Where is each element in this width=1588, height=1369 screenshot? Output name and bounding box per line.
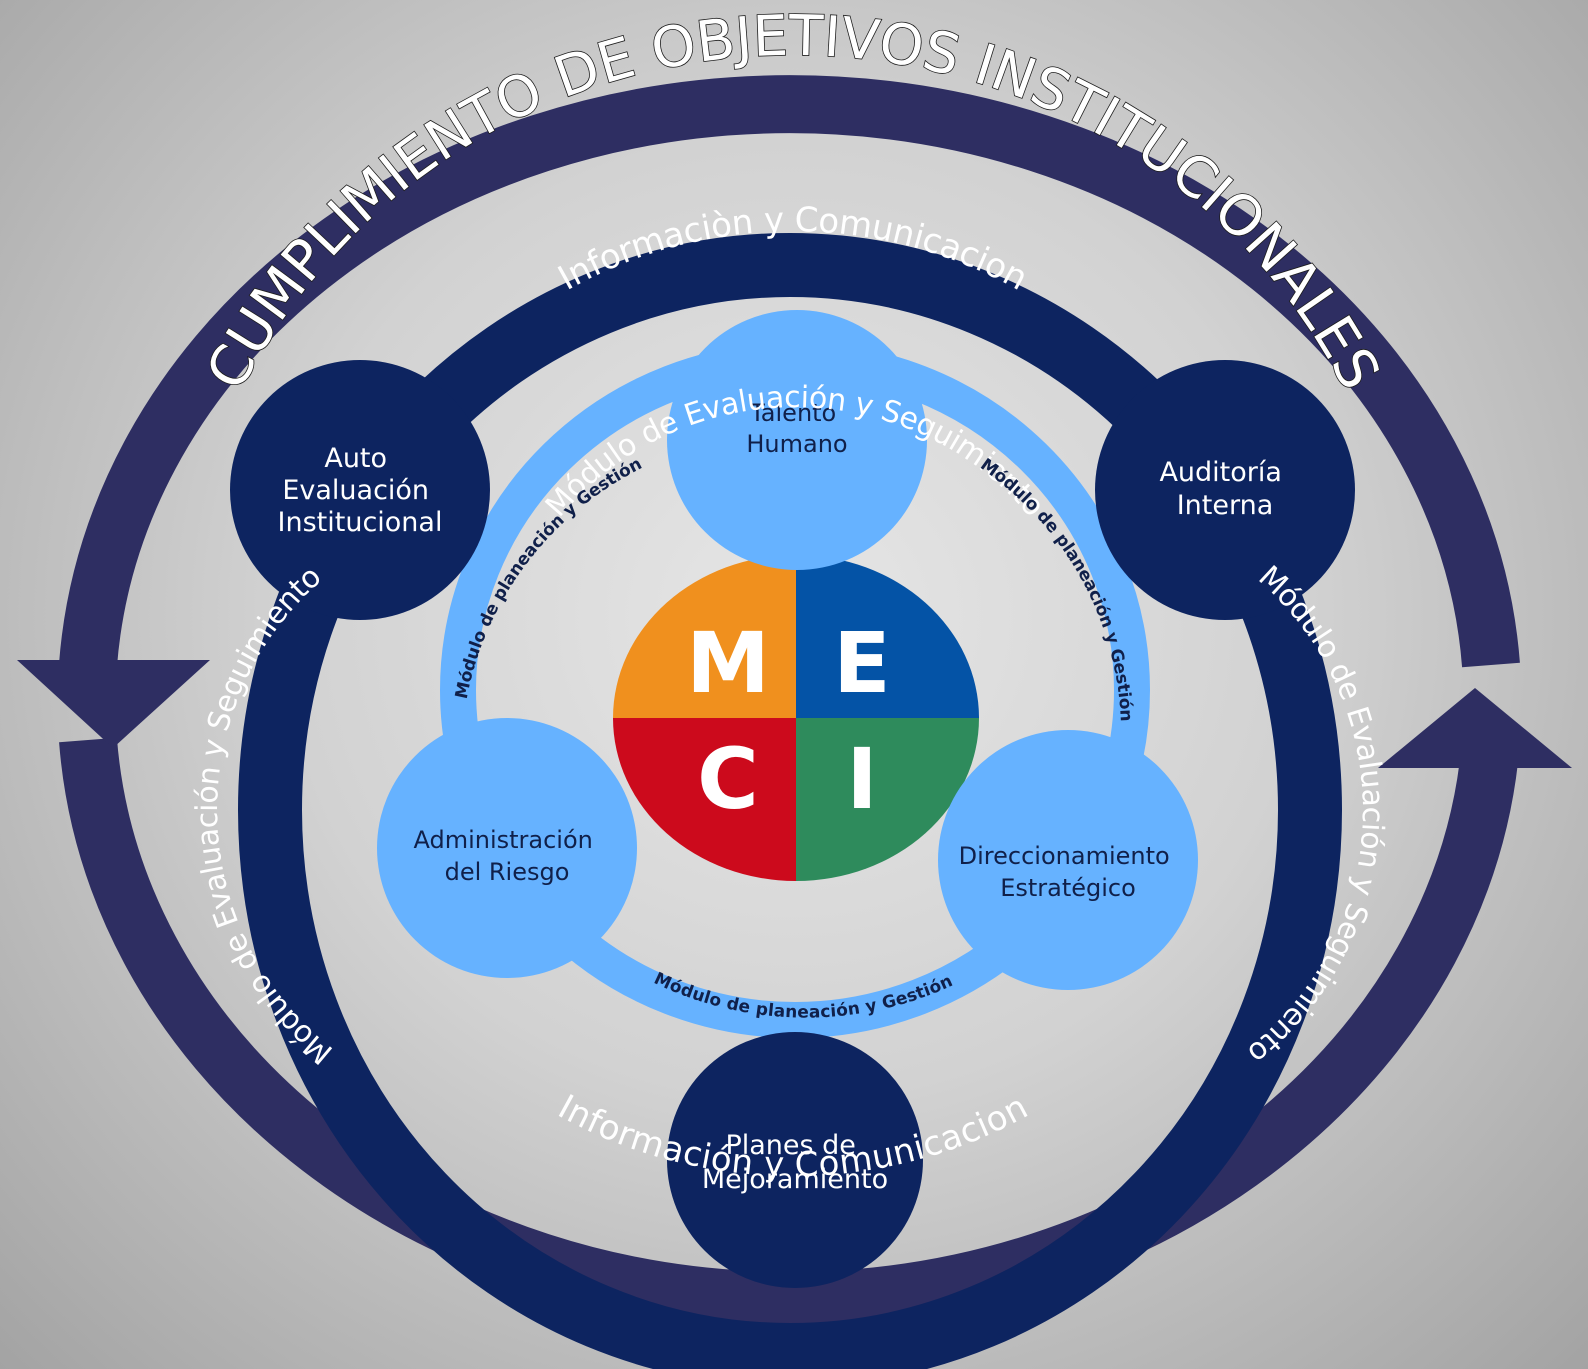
auditoria-line-1: Auditoría <box>1159 457 1281 488</box>
meci-letter-i: I <box>846 730 877 828</box>
right-up-arrow-icon <box>1378 688 1572 768</box>
administracion-line-1: Administración <box>413 826 592 854</box>
node-auditoria-interna: Auditoría Interna <box>1095 360 1355 620</box>
node-administracion-riesgo: Administración del Riesgo <box>377 718 637 978</box>
meci-letter-e: E <box>833 614 890 712</box>
planes-line-1: Planes de <box>725 1130 855 1161</box>
node-planes-mejoramiento: Planes de Mejoramiento <box>667 1032 923 1288</box>
meci-quadrant-e <box>796 555 979 718</box>
node-talento-humano: Talento Humano <box>667 310 927 570</box>
talento-line-1: Talento <box>749 399 836 427</box>
node-auto-evaluacion: Auto Evaluación Institucional <box>230 360 490 620</box>
outer-ring <box>17 75 1572 1330</box>
svg-text:Direccionamiento Estraté: Direccionamiento Estratégico <box>959 842 1178 902</box>
auto-evaluacion-line-1: Auto <box>324 443 387 474</box>
svg-text:Auditoría Interna: Auditoría Interna <box>1159 457 1290 521</box>
talento-line-2: Humano <box>746 430 847 458</box>
svg-text:Planes de Mejoramiento: Planes de Mejoramiento <box>702 1130 888 1195</box>
meci-letter-m: M <box>686 614 770 712</box>
auto-evaluacion-line-2: Evaluación <box>282 475 429 506</box>
node-direccionamiento-estrategico: Direccionamiento Estratégico <box>938 730 1198 990</box>
svg-text:Administración del Riesg: Administración del Riesgo <box>413 826 600 886</box>
meci-quadrant-c <box>613 718 796 881</box>
meci-quadrant-m <box>613 555 796 718</box>
meci-circle: M E C I <box>613 555 979 881</box>
direccionamiento-line-2: Estratégico <box>1000 874 1136 902</box>
svg-text:Auto Evaluación In: Auto Evaluación Institucional <box>278 443 443 538</box>
meci-quadrant-i <box>796 718 979 881</box>
left-down-arrow-icon <box>17 660 210 748</box>
outer-ring-top-arc <box>59 75 1520 668</box>
planes-line-2: Mejoramiento <box>702 1164 888 1195</box>
svg-text:Talento Humano: Talento Humano <box>746 399 847 458</box>
auto-evaluacion-line-3: Institucional <box>278 507 443 538</box>
administracion-line-2: del Riesgo <box>445 858 570 886</box>
middle-ring <box>238 233 1342 1369</box>
outer-ring-bottom-arc <box>59 737 1520 1330</box>
direccionamiento-line-1: Direccionamiento <box>959 842 1170 870</box>
meci-letter-c: C <box>697 730 759 828</box>
auditoria-line-2: Interna <box>1177 490 1274 521</box>
